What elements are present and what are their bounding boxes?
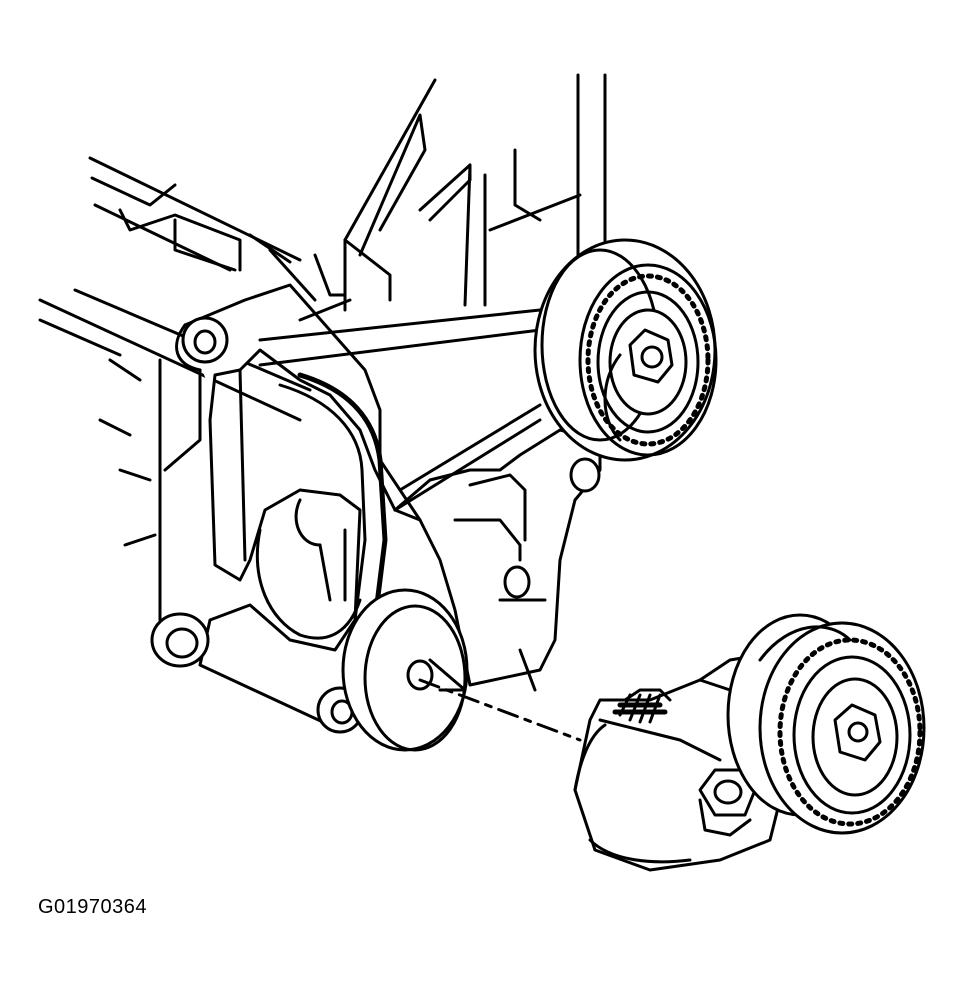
tensioner-pulley — [726, 613, 926, 835]
mounting-bracket — [158, 283, 602, 732]
bracket-bolt-holes — [150, 316, 601, 734]
support-rods — [258, 298, 542, 512]
upper-idler-pulley — [533, 238, 718, 462]
figure-id-label: G01970364 — [38, 896, 148, 918]
tensioner-mount-pad — [341, 588, 469, 752]
alignment-dash-line — [418, 678, 582, 742]
bracket-arm — [278, 372, 388, 653]
upper-housing — [268, 73, 607, 312]
